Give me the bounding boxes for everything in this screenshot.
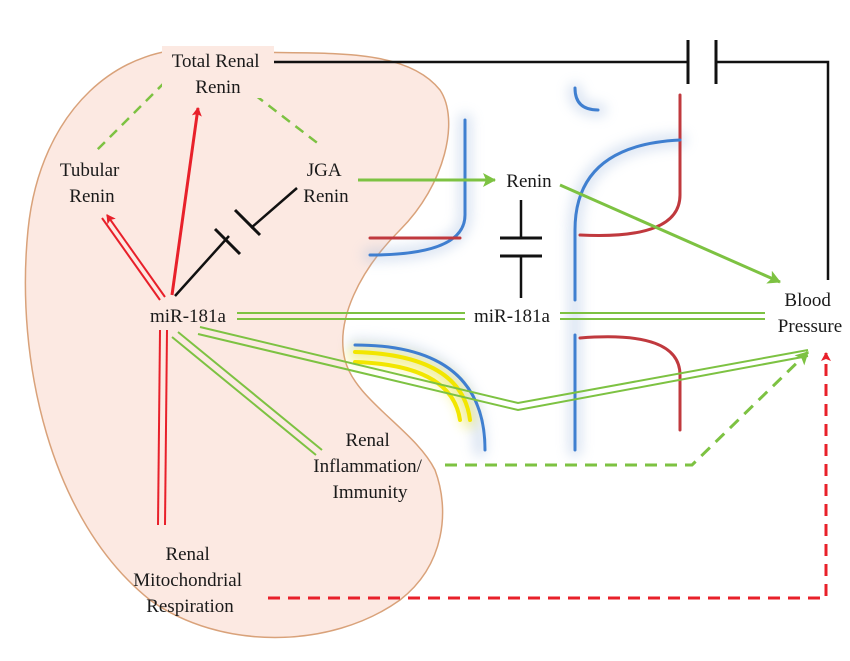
arrow-renin-blood-pressure — [559, 183, 781, 284]
inhibition-mir181a-jga-renin — [174, 187, 298, 297]
inhibition-total-renin-blood-pressure — [262, 40, 830, 280]
label-total-renal-renin: Total Renal Renin — [172, 51, 265, 98]
label-jga-renin: JGA Renin — [303, 160, 349, 207]
label-tubular-renin: Tubular Renin — [60, 160, 124, 207]
label-blood-pressure: Blood Pressure — [778, 290, 842, 337]
red-arrows-mir181a — [101, 107, 202, 526]
label-mir181a-kidney: miR-181a — [150, 306, 227, 327]
arrow-mitochondrial-mir181a-b — [164, 329, 168, 526]
label-renal-mitochondrial: Renal Mitochondrial Respiration — [133, 544, 246, 617]
arrow-mitochondrial-mir181a-a — [157, 329, 161, 526]
label-renin: Renin — [506, 171, 552, 192]
arrow-mir181a-total-renin — [170, 107, 202, 296]
yellow-highlight-glow — [347, 347, 476, 428]
vessel-blue-left — [368, 118, 467, 257]
link-mir181a-bp-bend-b — [197, 333, 809, 412]
label-mir181a-center: miR-181a — [474, 306, 551, 327]
node-labels: Total Renal Renin Tubular Renin JGA Reni… — [60, 46, 842, 617]
inhibition-mir181a-renin — [500, 200, 542, 298]
yellow-highlight-arc-2 — [353, 360, 462, 422]
vessel-blue-center — [573, 138, 682, 302]
green-arrows — [171, 173, 809, 456]
green-dashed-renin-links — [96, 81, 321, 151]
vessel-blue-bottom-left — [353, 343, 487, 452]
arrow-inflammation-blood-pressure — [445, 350, 810, 467]
yellow-highlight-arc-1 — [353, 350, 472, 422]
vessel-red-lower — [578, 335, 682, 432]
link-mir181a-inflammation-b — [171, 336, 317, 456]
link-mir181a-bp-bend-a — [199, 326, 809, 405]
vessel-blue-top — [573, 86, 600, 112]
vessel-red-top — [578, 93, 682, 237]
arrow-mir181a-tubular-renin-b — [101, 217, 161, 301]
arrow-mitochondrial-blood-pressure — [268, 352, 831, 600]
arrow-mir181a-tubular-renin-a — [106, 214, 166, 298]
link-mir181a-inflammation-a — [177, 331, 323, 451]
renal-vessel-illustration — [347, 83, 687, 457]
label-renal-inflammation: Renal Inflammation/ Immunity — [313, 430, 426, 503]
